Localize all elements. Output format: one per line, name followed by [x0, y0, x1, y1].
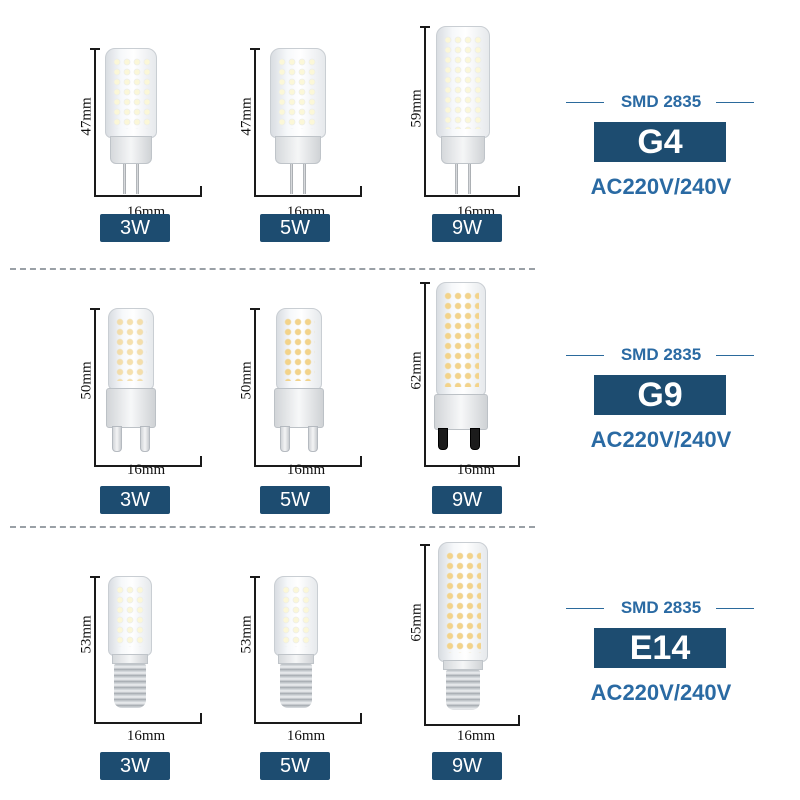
- bulb-cell: 47mm 16mm 5W: [238, 0, 390, 250]
- section-divider: [10, 268, 535, 270]
- height-label: 65mm: [408, 603, 425, 642]
- bulb-cell: 53mm 16mm 5W: [238, 530, 390, 780]
- bulb-cell: 53mm 16mm 3W: [78, 530, 230, 780]
- section-divider: [10, 526, 535, 528]
- wattage-badge: 9W: [432, 486, 502, 514]
- chip-type-label: SMD 2835: [620, 345, 702, 364]
- width-label: 16mm: [126, 728, 166, 744]
- spec-panel-e14: SMD 2835 E14 AC220V/240V: [566, 598, 756, 718]
- height-label: 53mm: [78, 615, 95, 654]
- height-label: 47mm: [238, 97, 255, 136]
- wattage-badge: 5W: [260, 214, 330, 242]
- height-label: 50mm: [78, 361, 95, 400]
- width-label: 16mm: [456, 728, 496, 744]
- spec-panel-g9: SMD 2835 G9 AC220V/240V: [566, 345, 756, 465]
- width-label: 16mm: [286, 462, 326, 478]
- chip-type-row: SMD 2835: [566, 345, 756, 365]
- wattage-badge: 9W: [432, 214, 502, 242]
- width-label: 16mm: [286, 728, 326, 744]
- height-label: 62mm: [408, 351, 425, 390]
- chip-type-row: SMD 2835: [566, 598, 756, 618]
- bulb-cell: 50mm 16mm 5W: [238, 260, 390, 514]
- height-label: 50mm: [238, 361, 255, 400]
- voltage-label: AC220V/240V: [590, 174, 732, 199]
- bulb-cell: 50mm 16mm 3W: [78, 260, 230, 514]
- width-label: 16mm: [456, 462, 496, 478]
- wattage-badge: 3W: [100, 486, 170, 514]
- height-label: 59mm: [408, 89, 425, 128]
- height-label: 47mm: [78, 97, 95, 136]
- chip-type-label: SMD 2835: [620, 598, 702, 617]
- bulb-cell: 65mm 16mm 9W: [408, 530, 560, 780]
- bulb-cell: 59mm 16mm 9W: [408, 0, 560, 250]
- wattage-badge: 9W: [432, 752, 502, 780]
- voltage-label: AC220V/240V: [590, 680, 732, 705]
- voltage-label: AC220V/240V: [590, 427, 732, 452]
- wattage-badge: 3W: [100, 752, 170, 780]
- base-type-badge: E14: [594, 628, 726, 668]
- wattage-badge: 5W: [260, 486, 330, 514]
- base-type-badge: G4: [594, 122, 726, 162]
- chip-type-label: SMD 2835: [620, 92, 702, 111]
- width-label: 16mm: [126, 462, 166, 478]
- chip-type-row: SMD 2835: [566, 92, 756, 112]
- wattage-badge: 5W: [260, 752, 330, 780]
- height-label: 53mm: [238, 615, 255, 654]
- bulb-cell: 62mm 16mm 9W: [408, 260, 560, 514]
- wattage-badge: 3W: [100, 214, 170, 242]
- spec-panel-g4: SMD 2835 G4 AC220V/240V: [566, 92, 756, 212]
- base-type-badge: G9: [594, 375, 726, 415]
- bulb-cell: 47mm 16mm 3W: [78, 0, 230, 250]
